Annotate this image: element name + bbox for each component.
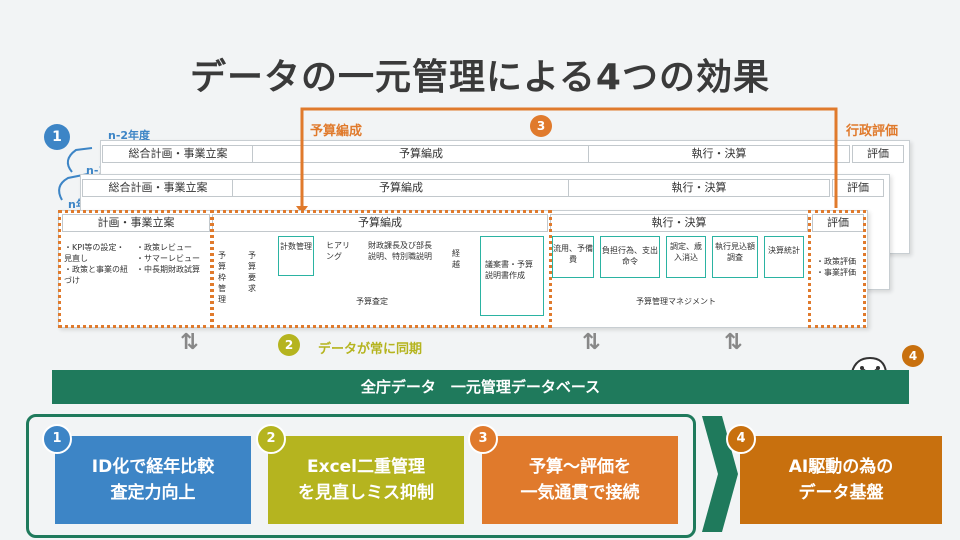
phase-shikko-n1: 執行・決算 [568,179,830,197]
badge-3-top: 3 [530,115,552,137]
phase-keikaku: 計画・事業立案 [62,214,210,232]
effect-card-2: Excel二重管理 を見直しミス抑制 [268,436,464,524]
badge-1: 1 [44,124,70,150]
highlight-yosan [210,210,552,328]
effect-badge-1: 1 [42,424,72,454]
cell-setsumei: 議案書・予算説明書作成 [480,236,544,316]
cell-chotei: 調定、歳入消込 [666,236,706,278]
year-n2-label: n-2年度 [108,129,151,142]
database-bar: 全庁データ 一元管理データベース [52,370,909,404]
cell-yosan-waku: 予算枠管理 [218,251,226,304]
cell-kessan: 決算統計 [764,236,804,278]
highlight-keikaku [58,210,214,328]
year-curve-arrows [58,147,93,201]
cell-zaisei: 財政課長及び部長説明、特別職説明 [368,241,432,261]
badge-2: 2 [278,334,300,356]
cell-management: 予算管理マネジメント [636,297,716,306]
phase-hyoka-n2: 評価 [852,145,904,163]
effect-card-1: ID化で経年比較 査定力向上 [55,436,251,524]
phase-shikko: 執行・決算 [550,214,808,232]
effect-card-3: 予算～評価を 一気通貫で接続 [482,436,678,524]
effect-badge-4: 4 [726,424,756,454]
page-title: データの一元管理による4つの効果 [190,57,770,98]
phase-sogo-n2: 総合計画・事業立案 [102,145,254,163]
cell-mikomi: 執行見込額調査 [712,236,758,278]
sync-arrow-1: ⇅ [180,330,199,355]
phase-hyoka-n1: 評価 [832,179,884,197]
effect-badge-3: 3 [468,424,498,454]
label-yosan-hensei: 予算編成 [310,124,363,139]
highlight-hyoka [808,210,866,328]
sync-arrow-3: ⇅ [724,330,743,355]
phase-yosan: 予算編成 [212,214,548,232]
effect-text-1: ID化で経年比較 査定力向上 [91,457,215,503]
effect-badge-2: 2 [256,424,286,454]
phase-hyoka: 評価 [812,214,864,232]
cell-ryuyo: 流用、予備費 [552,236,594,278]
effects-group-frame [26,414,696,538]
phase-sogo-n1: 総合計画・事業立案 [82,179,234,197]
badge-4-top: 4 [902,345,924,367]
cell-keisu: 計数管理 [278,236,314,276]
cell-futan: 負担行為、支出命令 [600,236,660,278]
sync-label: データが常に同期 [318,342,423,357]
cell-yosan-yokyu: 予算要求 [248,251,256,293]
label-gyosei-hyoka: 行政評価 [846,124,899,139]
effect-text-4: AI駆動の為の データ基盤 [788,457,894,503]
cell-satei: 予算査定 [356,297,388,306]
cell-hearing: ヒアリング [326,241,350,261]
cell-keikaku-b: ・政策レビュー ・サマーレビュー ・中長期財政試算 [136,243,200,274]
cell-keikaku-a: ・KPI等の設定・見直し ・政策と事業の紐づけ [64,243,128,285]
effect-card-4: AI駆動の為の データ基盤 [740,436,942,524]
phase-yosan-n1: 予算編成 [232,179,570,197]
sync-arrow-2: ⇅ [582,330,601,355]
cell-hyoka-list: ・政策評価 ・事業評価 [816,257,856,277]
effect-text-3: 予算～評価を 一気通貫で接続 [520,457,640,503]
cell-hensei-end: 経越 [452,249,460,269]
phase-shikko-n2: 執行・決算 [588,145,850,163]
effect-text-2: Excel二重管理 を見直しミス抑制 [298,457,434,503]
